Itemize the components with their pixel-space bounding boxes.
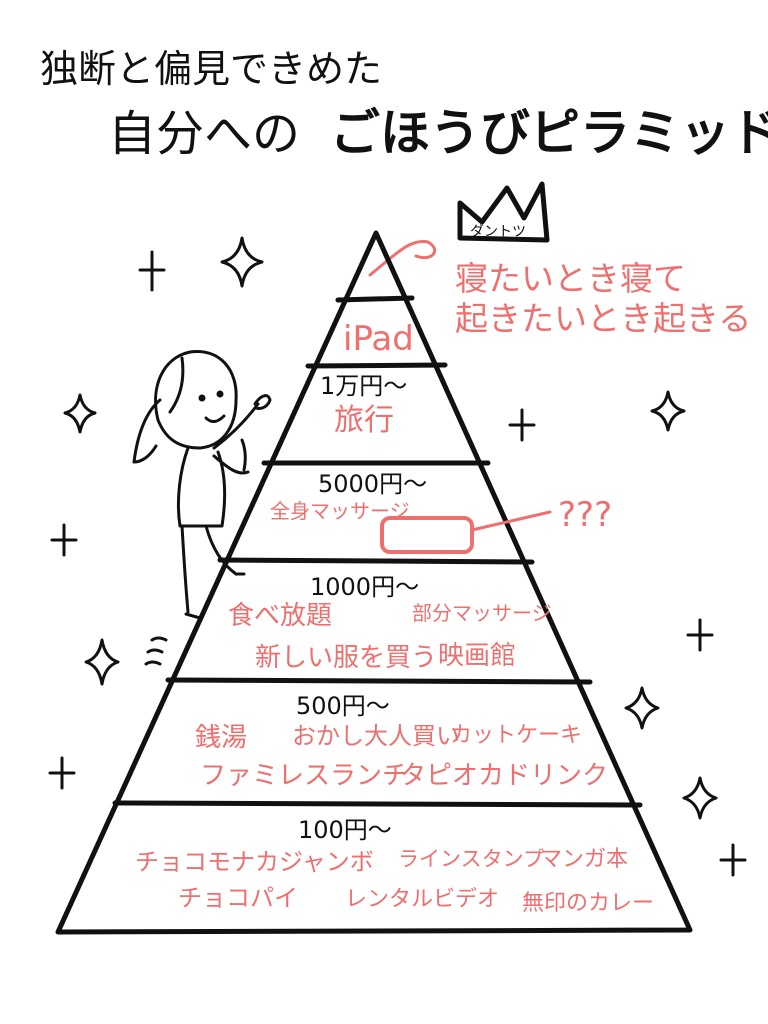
tier-item: 部分マッサージ	[412, 601, 552, 625]
tier-item: 無印のカレー	[522, 891, 654, 916]
title-line1: 独断と偏見できめた	[40, 47, 382, 91]
crown-label: ダントツ	[470, 224, 526, 240]
tier-item: ラインスタンプ	[398, 847, 544, 871]
crown-icon: ダントツ	[457, 181, 550, 243]
tier-item: マンガ本	[540, 847, 628, 872]
tier-item: 食べ放題	[228, 601, 332, 631]
question-mark-text: ???	[558, 495, 612, 535]
title-line2-prefix: 自分への	[108, 106, 300, 162]
tier-item: 旅行	[334, 403, 394, 438]
sparkle-icons	[48, 236, 747, 877]
hidden-item-box	[380, 516, 474, 554]
tier-price: 5000円〜	[318, 470, 427, 498]
tier-item: 新しい服を買う	[255, 643, 437, 673]
question-pointer	[470, 510, 552, 532]
tier-price: 100円〜	[298, 816, 392, 844]
climbing-girl-illustration	[132, 350, 272, 666]
top-note-line1: 寝たいとき寝て	[455, 259, 686, 298]
tier-item: iPad	[343, 319, 414, 359]
tier-price: 1000円〜	[310, 573, 419, 601]
tier-item: レンタルビデオ	[345, 887, 499, 912]
tier-item: 映画館	[438, 641, 516, 671]
title-line2-main: ごほうびピラミッド	[330, 104, 768, 162]
tier-item: おかし大人買い	[292, 722, 460, 750]
tier-item: チョコパイ	[178, 884, 298, 912]
tier-item: カットケーキ	[450, 723, 582, 748]
tier-item: チョコモナカジャンボ	[135, 848, 374, 876]
tier-price: 500円〜	[296, 692, 390, 720]
tier-item: 銭湯	[195, 723, 247, 753]
tier-item: タピオカドリンク	[400, 761, 608, 791]
tier-item: ファミレスランチ	[200, 761, 408, 791]
top-note-line2: 起きたいとき起きる	[455, 299, 751, 338]
tier-price: 1万円〜	[320, 372, 407, 400]
pyramid	[55, 230, 693, 935]
